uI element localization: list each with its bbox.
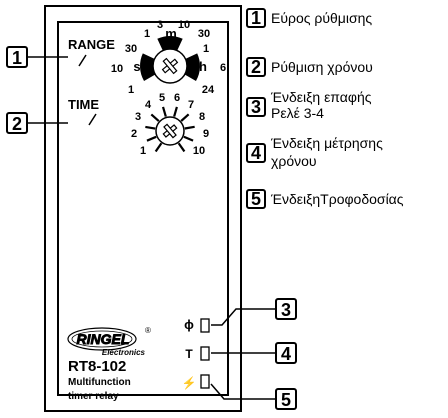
range-scale-6: 6 <box>220 62 226 74</box>
time-scale-tick <box>154 142 163 153</box>
svg-text:ΈνδειξηΤροφοδοσίας: ΈνδειξηΤροφοδοσίας <box>270 191 404 207</box>
model-number: RT8-102 <box>68 358 126 375</box>
range-scale-3: 3 <box>157 19 163 31</box>
svg-text:5: 5 <box>281 390 291 410</box>
time-knob-screw-icon <box>162 123 178 139</box>
relay-contact-symbol: ϕ <box>184 317 194 332</box>
time-knob-scale-ticks <box>145 106 195 153</box>
relay-contact-led <box>200 318 210 333</box>
legend-item-4: 4 Ένδειξη μέτρησης χρόνου <box>246 135 383 169</box>
range-label: RANGE <box>68 37 115 52</box>
time-scale-7: 7 <box>188 99 194 111</box>
svg-text:1: 1 <box>251 8 261 28</box>
svg-text:Ρελέ 3-4: Ρελέ 3-4 <box>271 105 324 121</box>
callout-2: 2 <box>6 112 68 134</box>
range-unit-m: m <box>165 26 177 41</box>
time-scale-10: 10 <box>193 145 205 157</box>
timing-led <box>200 346 210 361</box>
svg-text:3: 3 <box>251 97 261 117</box>
time-scale-tick <box>173 106 178 117</box>
range-segment-m <box>157 36 183 51</box>
time-scale-4: 4 <box>145 99 152 111</box>
svg-text:2: 2 <box>12 114 22 134</box>
range-knob[interactable]: s m h 1 3 10 30 1 6 24 1 10 30 <box>111 19 226 96</box>
legend-item-1: 1 Εύρος ρύθμισης <box>246 8 372 28</box>
brand-sub: Electronics <box>102 348 146 357</box>
time-scale-3: 3 <box>135 111 141 123</box>
device-desc-line2: timer relay <box>68 391 119 402</box>
time-scale-tick <box>161 106 167 117</box>
range-unit-h: h <box>199 59 207 74</box>
svg-text:1: 1 <box>12 48 22 68</box>
range-label-stroke <box>78 54 87 67</box>
callout-5: 5 <box>210 383 297 410</box>
svg-text:3: 3 <box>281 300 291 320</box>
time-knob[interactable]: 1 2 3 4 5 6 7 8 9 10 <box>131 92 209 157</box>
range-scale-30-top: 30 <box>198 28 210 40</box>
range-segment-s <box>140 53 156 81</box>
time-scale-1: 1 <box>140 145 146 157</box>
range-scale-1-right: 1 <box>203 43 209 55</box>
time-scale-tick <box>145 125 156 130</box>
time-scale-9: 9 <box>203 128 209 140</box>
legend-item-3: 3 Ένδειξη επαφής Ρελέ 3-4 <box>246 89 372 121</box>
svg-text:Ένδειξη επαφής: Ένδειξη επαφής <box>270 89 372 105</box>
power-symbol-icon: ⚡ <box>182 376 197 390</box>
svg-text:5: 5 <box>251 189 261 209</box>
time-scale-tick <box>184 125 195 130</box>
range-scale-10-left: 10 <box>111 63 123 75</box>
time-scale-tick <box>180 113 190 122</box>
callout-1: 1 <box>6 46 68 68</box>
legend-item-5: 5 ΈνδειξηΤροφοδοσίας <box>246 189 404 209</box>
legend: 1 Εύρος ρύθμισης 2 Ρύθμιση χρόνου 3 Ένδε… <box>246 8 404 209</box>
svg-text:4: 4 <box>251 143 261 163</box>
callout-3: 3 <box>211 298 297 326</box>
time-scale-2: 2 <box>131 128 137 140</box>
svg-text:4: 4 <box>281 344 291 364</box>
time-scale-tick <box>146 135 157 142</box>
time-scale-6: 6 <box>174 92 180 104</box>
device-desc-line1: Multifunction <box>68 377 131 388</box>
time-scale-tick <box>177 142 186 153</box>
timing-symbol: T <box>185 347 193 361</box>
range-unit-s: s <box>133 59 140 74</box>
range-scale-10-top: 10 <box>178 19 190 31</box>
time-label-stroke <box>88 113 97 126</box>
range-scale-1-bottom-left: 1 <box>128 84 134 96</box>
range-knob-segments <box>140 36 200 81</box>
ringel-logo: RINGEL ® <box>67 326 151 351</box>
device-front-panel <box>57 21 229 396</box>
range-scale-30-left: 30 <box>125 43 137 55</box>
time-scale-tick <box>150 113 160 122</box>
svg-text:Εύρος ρύθμισης: Εύρος ρύθμισης <box>271 10 372 26</box>
time-scale-tick <box>183 135 194 142</box>
callout-4: 4 <box>211 342 297 364</box>
svg-text:2: 2 <box>251 57 261 77</box>
time-label: TIME <box>68 97 99 112</box>
svg-text:Ένδειξη μέτρησης: Ένδειξη μέτρησης <box>270 135 383 151</box>
svg-text:Ρύθμιση χρόνου: Ρύθμιση χρόνου <box>271 59 373 75</box>
range-scale-1-top-left: 1 <box>144 28 150 40</box>
range-scale-24: 24 <box>202 84 215 96</box>
svg-text:χρόνου: χρόνου <box>271 153 317 169</box>
time-scale-5: 5 <box>159 92 165 104</box>
registered-mark: ® <box>145 326 151 335</box>
range-knob-screw-icon <box>161 57 179 75</box>
time-scale-8: 8 <box>199 111 205 123</box>
legend-item-2: 2 Ρύθμιση χρόνου <box>246 57 373 77</box>
range-segment-h <box>184 53 200 81</box>
svg-text:RINGEL: RINGEL <box>77 331 130 347</box>
power-led <box>200 374 210 389</box>
